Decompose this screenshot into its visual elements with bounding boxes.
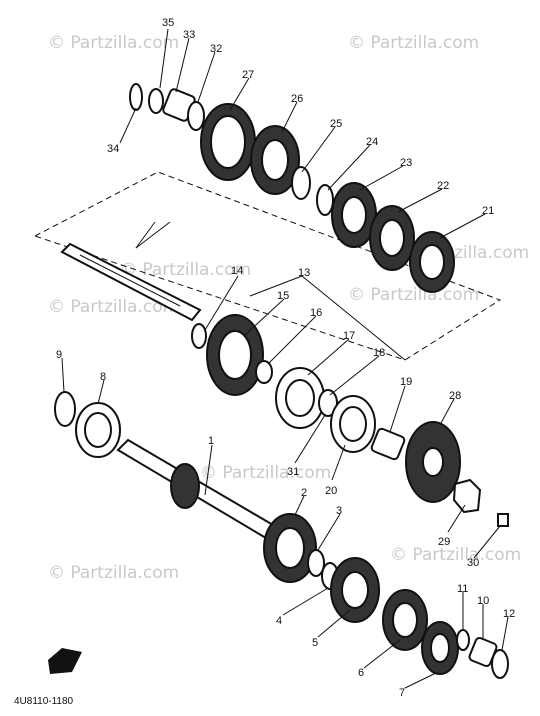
callout-6: 6 bbox=[358, 667, 364, 679]
watermark-text: © Partzilla.com bbox=[48, 33, 179, 53]
callout-17: 17 bbox=[343, 330, 355, 342]
callout-1: 1 bbox=[208, 435, 214, 447]
diagram-code: 4U8110-1180 bbox=[14, 696, 74, 707]
callout-24: 24 bbox=[366, 136, 378, 148]
gear-22-hub bbox=[379, 219, 405, 257]
oil-seal-18-inner bbox=[339, 406, 367, 442]
callout-33: 33 bbox=[183, 29, 195, 41]
callout-15: 15 bbox=[277, 290, 289, 302]
callout-18: 18 bbox=[373, 347, 385, 359]
washer-32 bbox=[187, 101, 205, 131]
callout-34: 34 bbox=[107, 143, 119, 155]
callout-13: 13 bbox=[298, 267, 310, 279]
watermark-text: © Partzilla.com bbox=[200, 463, 331, 483]
circlip-31 bbox=[318, 389, 338, 417]
main-axle-1-gear bbox=[170, 463, 200, 509]
callout-14: 14 bbox=[231, 265, 243, 277]
callout-22: 22 bbox=[437, 180, 449, 192]
watermark-text: © Partzilla.com bbox=[348, 285, 479, 305]
sprocket-assembly bbox=[405, 421, 509, 527]
gear-7-hub bbox=[430, 633, 450, 663]
collar-12 bbox=[491, 649, 509, 679]
callout-8: 8 bbox=[100, 371, 106, 383]
gear-23-hub bbox=[341, 196, 367, 234]
callout-4: 4 bbox=[276, 615, 282, 627]
callout-10: 10 bbox=[477, 595, 489, 607]
callout-35: 35 bbox=[162, 17, 174, 29]
watermark-text: © Partzilla.com bbox=[48, 297, 179, 317]
circlip-34 bbox=[129, 83, 143, 111]
callout-20: 20 bbox=[325, 485, 337, 497]
gear-6-hub bbox=[392, 602, 418, 638]
gear-27-hub bbox=[210, 115, 246, 169]
assembly-boundary bbox=[33, 171, 502, 361]
circlip-25 bbox=[291, 166, 311, 200]
bearing-17-inner bbox=[285, 379, 315, 417]
gear-21-hub bbox=[419, 244, 445, 280]
circlip-9 bbox=[54, 391, 76, 427]
washer-35 bbox=[148, 88, 164, 114]
washer-3 bbox=[307, 549, 325, 577]
callout-19: 19 bbox=[400, 376, 412, 388]
bolt-30 bbox=[497, 513, 509, 527]
main-axle-1 bbox=[116, 438, 287, 546]
callout-21: 21 bbox=[482, 205, 494, 217]
callout-3: 3 bbox=[336, 505, 342, 517]
washer-16 bbox=[255, 360, 273, 384]
callout-26: 26 bbox=[291, 93, 303, 105]
callout-23: 23 bbox=[400, 157, 412, 169]
drive-axle-stack bbox=[60, 242, 406, 461]
collar-19 bbox=[370, 427, 406, 461]
callout-30: 30 bbox=[467, 557, 479, 569]
callout-labels: 35 33 32 34 27 26 25 24 23 22 21 14 13 1… bbox=[56, 17, 515, 699]
callout-31: 31 bbox=[287, 466, 299, 478]
circlip-14 bbox=[191, 323, 207, 349]
callout-32: 32 bbox=[210, 43, 222, 55]
callout-27: 27 bbox=[242, 69, 254, 81]
callout-12: 12 bbox=[503, 608, 515, 620]
main-axle-stack bbox=[54, 391, 509, 679]
watermark-text: © Partzilla.com bbox=[348, 33, 479, 53]
gear-26-hub bbox=[261, 139, 289, 181]
callout-11: 11 bbox=[457, 583, 468, 595]
watermark-text: © Partzilla.com bbox=[48, 563, 179, 583]
bearing-8-inner bbox=[84, 412, 112, 448]
callout-16: 16 bbox=[310, 307, 322, 319]
callout-2: 2 bbox=[301, 487, 307, 499]
callout-9: 9 bbox=[56, 349, 62, 361]
callout-7: 7 bbox=[399, 687, 405, 699]
watermark-text: © Partzilla.com bbox=[390, 545, 521, 565]
callout-25: 25 bbox=[330, 118, 342, 130]
gear-2-hub bbox=[275, 527, 305, 569]
leader-lines bbox=[61, 28, 509, 689]
gear-5-hub bbox=[341, 571, 369, 609]
lock-plate-29 bbox=[452, 478, 482, 514]
callout-28: 28 bbox=[449, 390, 461, 402]
callout-29: 29 bbox=[438, 536, 450, 548]
axle-spline bbox=[79, 254, 181, 307]
circlip-11 bbox=[456, 629, 470, 651]
washer-24 bbox=[316, 184, 334, 216]
upper-gear-stack bbox=[129, 83, 455, 293]
gear-15-hub bbox=[218, 330, 252, 380]
callout-5: 5 bbox=[312, 637, 318, 649]
sprocket-28-hub bbox=[422, 447, 444, 477]
front-indicator-icon bbox=[48, 648, 82, 674]
